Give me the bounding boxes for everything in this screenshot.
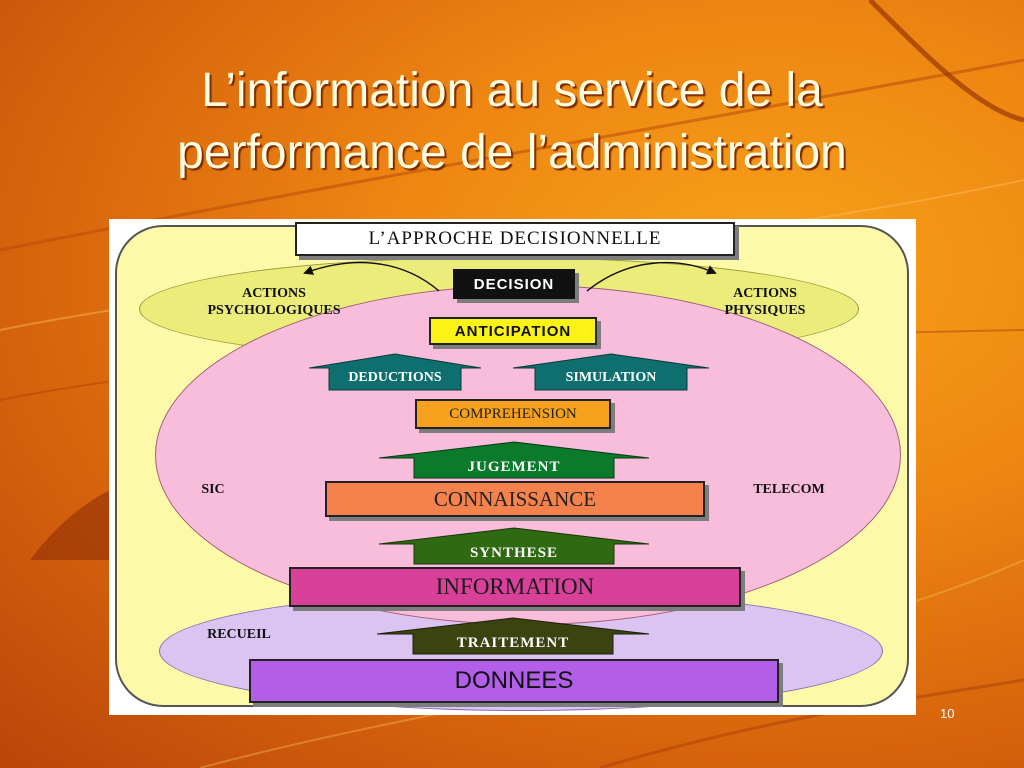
telecom-label: TELECOM [753,482,825,497]
deductions-arrow: DEDUCTIONS [309,353,481,391]
page-number: 10 [940,706,955,721]
decision-curved-arrows [303,261,717,292]
synthese-arrow: SYNTHESE [379,527,649,565]
actions-psychologiques-line-1: ACTIONS [242,286,306,301]
approach-title-box: L’APPROCHE DECISIONNELLE [295,222,735,256]
actions-psychologiques-line-2: PSYCHOLOGIQUES [207,303,341,318]
donnees-box: DONNEES [249,659,779,703]
actions-psychologiques-label: ACTIONS PSYCHOLOGIQUES [179,285,369,319]
traitement-label: TRAITEMENT [456,635,570,651]
recueil-label: RECUEIL [207,627,271,642]
slide-title-line-1: L’information au service de la [201,64,823,117]
actions-physiques-line-2: PHYSIQUES [724,303,806,318]
anticipation-box: ANTICIPATION [429,317,597,345]
information-box: INFORMATION [289,567,741,607]
synthese-label: SYNTHESE [469,545,559,561]
slide-title-line-2: performance de l’administration [177,126,847,179]
slide-title: L’information au service de la performan… [0,60,1024,184]
jugement-arrow: JUGEMENT [379,441,649,479]
actions-physiques-line-1: ACTIONS [733,286,797,301]
decision-approach-diagram: L’APPROCHE DECISIONNELLE ACTIONS PSYCHOL… [109,219,916,715]
jugement-label: JUGEMENT [467,459,561,475]
connaissance-box: CONNAISSANCE [325,481,705,517]
actions-physiques-label: ACTIONS PHYSIQUES [693,285,837,319]
sic-label: SIC [201,482,225,497]
deductions-label: DEDUCTIONS [348,370,442,385]
simulation-arrow: SIMULATION [513,353,709,391]
traitement-arrow: TRAITEMENT [377,617,649,655]
comprehension-box: COMPREHENSION [415,399,611,429]
simulation-label: SIMULATION [565,370,657,385]
decision-box: DECISION [453,269,575,299]
